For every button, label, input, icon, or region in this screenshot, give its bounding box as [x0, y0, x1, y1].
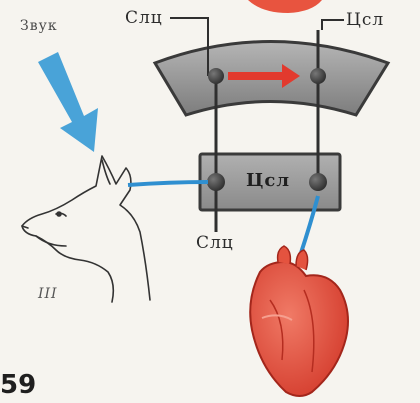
label-roman-numeral: III — [38, 286, 58, 302]
subcortex-node-right — [309, 173, 327, 191]
figure-number: 59 — [0, 370, 36, 400]
cortex-node-right — [310, 68, 326, 84]
label-sound-center-top: Слц — [125, 8, 163, 28]
label-salivation-center-top: Цсл — [346, 10, 384, 30]
label-sound-center-bottom: Слц — [196, 233, 234, 253]
blue-afferent-nerve — [128, 182, 208, 185]
leader-csl-top — [322, 20, 344, 30]
top-red-fragment — [248, 0, 322, 13]
heart-illustration-icon — [250, 246, 348, 396]
label-salivation-center-box: Цсл — [246, 170, 290, 191]
subcortex-node-left — [207, 173, 225, 191]
blue-down-arrow-icon — [38, 52, 98, 152]
dog-head-illustration-icon — [22, 156, 150, 302]
cortex-node-left — [208, 68, 224, 84]
label-sound: Звук — [20, 18, 58, 34]
